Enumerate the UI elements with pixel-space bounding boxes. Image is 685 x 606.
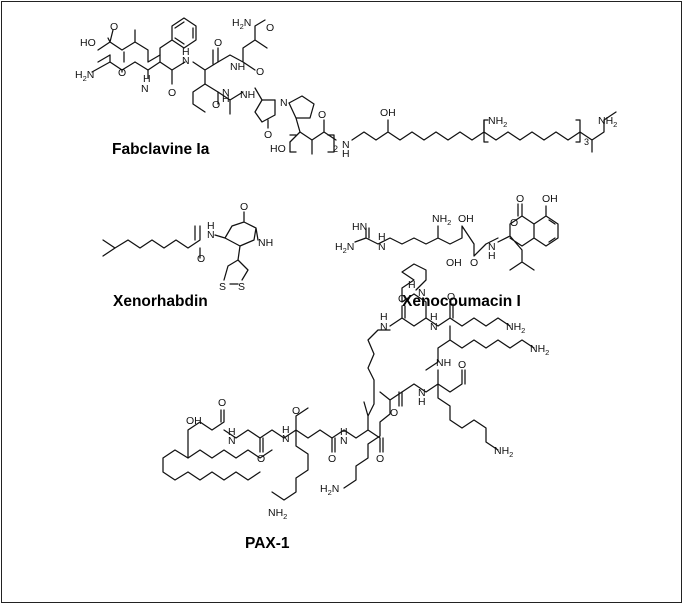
atom-o: O: [470, 257, 478, 269]
atom-h: H: [340, 426, 348, 438]
atom-nh: N: [430, 321, 438, 333]
atom-nh: N: [418, 287, 426, 299]
atom-hn: HN: [352, 221, 367, 233]
atom-nh: H: [143, 73, 151, 85]
atom-oh: OH: [380, 107, 396, 119]
atom-o: O: [292, 405, 300, 417]
atom-s: S: [219, 281, 226, 293]
atom-oh: OH: [542, 193, 558, 205]
atom-o: O: [266, 22, 274, 34]
atom-h: H: [408, 279, 416, 291]
atom-nh: N: [340, 435, 348, 447]
atom-n: N: [141, 83, 149, 95]
pax1-structure: OH O N H O N H O NH2 O N H O N H O N H O: [162, 263, 549, 552]
atom-oh: OH: [458, 213, 474, 225]
atom-o: O: [264, 129, 272, 141]
atom-o: O: [510, 217, 518, 229]
atom-h2n: H2N: [75, 69, 94, 83]
atom-o: O: [376, 453, 384, 465]
atom-h: H: [430, 311, 438, 323]
compound-label: Xenocoumacin I: [402, 293, 521, 310]
atom-h2n: H2N: [335, 241, 354, 255]
atom-o: O: [110, 21, 118, 33]
atom-o: O: [214, 37, 222, 49]
compound-label: Fabclavine Ia: [112, 141, 210, 158]
atom-h: H: [418, 396, 426, 408]
atom-h: H: [488, 250, 496, 262]
repeat-subscript: 3: [584, 137, 589, 147]
atom-oh: OH: [186, 415, 202, 427]
atom-o: O: [256, 66, 264, 78]
atom-nh2: NH2: [598, 115, 617, 129]
atom-h2n: H2N: [232, 17, 251, 31]
atom-n: N: [280, 97, 288, 109]
atom-nh: NH: [258, 237, 273, 249]
atom-s: S: [238, 281, 245, 293]
atom-o: O: [318, 109, 326, 121]
atom-nh: N: [228, 435, 236, 447]
atom-n: N: [378, 241, 386, 253]
fabclavine-structure: HO O H2N O H N O N H O H2N O NH O O: [75, 17, 617, 160]
atom-h: H: [207, 220, 215, 232]
atom-o: O: [212, 99, 220, 111]
atom-o: O: [168, 87, 176, 99]
atom-oh: OH: [446, 257, 462, 269]
atom-o: O: [257, 453, 265, 465]
atom-nh: NH: [436, 357, 451, 369]
atom-h2n: H2N: [320, 483, 339, 497]
atom-nh: NH: [240, 89, 255, 101]
atom-o: O: [218, 397, 226, 409]
atom-n: N: [380, 321, 388, 333]
atom-n: N: [222, 87, 230, 99]
atom-o: O: [458, 359, 466, 371]
atom-nh: N: [418, 387, 426, 399]
atom-nh2: NH2: [432, 213, 451, 227]
compound-label: PAX-1: [245, 535, 290, 552]
atom-nh2: NH2: [530, 343, 549, 357]
atom-o: O: [240, 201, 248, 213]
atom-n: N: [342, 139, 350, 151]
atom-o: O: [118, 67, 126, 79]
atom-h: H: [182, 46, 190, 58]
atom-nh: H: [222, 93, 230, 105]
atom-h: H: [380, 311, 388, 323]
atom-nh: NH: [230, 61, 245, 73]
atom-o: O: [328, 453, 336, 465]
repeat-subscript: 2: [333, 144, 338, 154]
atom-n: N: [207, 229, 215, 241]
atom-nh: N: [282, 433, 290, 445]
atom-n: N: [488, 241, 496, 253]
compound-label: Xenorhabdin: [113, 293, 208, 310]
atom-nh2: NH2: [268, 507, 287, 521]
atom-o: O: [516, 193, 524, 205]
atom-h: H: [282, 424, 290, 436]
atom-h: H: [342, 148, 350, 160]
atom-nh2: NH2: [494, 445, 513, 459]
xenorhabdin-structure: O N H O NH S S Xenorhabdin: [102, 201, 273, 310]
atom-o: O: [447, 291, 455, 303]
atom-o: O: [390, 407, 398, 419]
atom-n: N: [182, 55, 190, 67]
atom-ho: HO: [80, 37, 96, 49]
atom-o: O: [197, 253, 205, 265]
atom-h: H: [228, 426, 236, 438]
atom-nh2: NH2: [506, 321, 525, 335]
atom-h: H: [378, 231, 386, 243]
xenocoumacin-structure: H2N HN N H NH2 OH OH O N H O O OH Xenoco…: [335, 193, 559, 310]
atom-o: O: [398, 293, 406, 305]
atom-ho: HO: [270, 143, 286, 155]
atom-nh2: NH2: [488, 115, 507, 129]
